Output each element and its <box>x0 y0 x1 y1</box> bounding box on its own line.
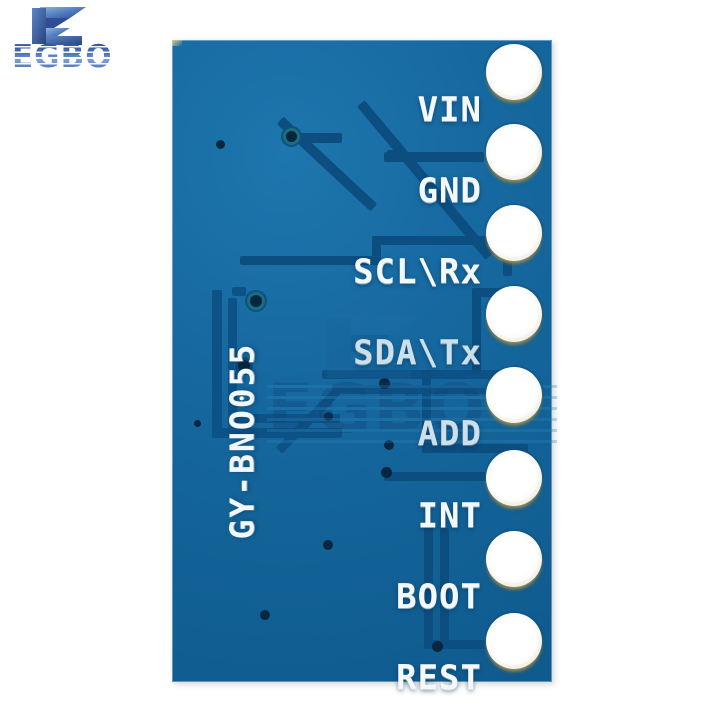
trace-boot-v2 <box>440 528 449 648</box>
trace-ring-bottom <box>212 428 342 438</box>
board-edge-highlight <box>172 40 182 46</box>
trace-ring-bottom2 <box>228 414 340 423</box>
trace-ring-left2 <box>228 298 237 428</box>
pcb-board: EGBO GY-BNO055 VIN GND SCL\Rx SDA\Tx ADD… <box>172 40 557 698</box>
via-boot <box>432 641 443 652</box>
pad-vin <box>486 44 542 100</box>
watermark-chevron-logo-icon <box>327 317 417 379</box>
pin-label-boot: BOOT <box>396 577 482 617</box>
trace-int-h <box>384 472 522 481</box>
pad-add <box>486 367 542 423</box>
pad-gnd <box>486 124 542 180</box>
trace-scl-h1 <box>240 256 380 265</box>
via-int <box>381 467 392 478</box>
egbo-chevron-logo-icon <box>32 7 86 45</box>
brand-wordmark: EGBO <box>12 42 132 73</box>
trace-gnd-h <box>284 133 342 143</box>
via-add <box>384 440 394 450</box>
pad-scl <box>486 205 542 261</box>
via-sda-pad <box>379 378 390 389</box>
pad-int <box>486 450 542 506</box>
pin-label-gnd: GND <box>417 171 482 211</box>
pad-boot <box>486 531 542 587</box>
trace-ring-left <box>212 290 222 438</box>
trace-gnd-to-pad <box>384 152 484 162</box>
via-gnd <box>286 131 297 142</box>
trace-ring-top-run2 <box>332 385 507 394</box>
trace-rest-h <box>424 640 529 649</box>
via-center <box>324 412 333 421</box>
pin-label-scl: SCL\Rx <box>353 252 482 292</box>
board-watermark: EGBO <box>267 315 567 455</box>
via-scl <box>250 295 262 307</box>
trace-ring-top-run <box>322 370 512 379</box>
pin-label-add: ADD <box>417 414 482 454</box>
brand-logo: EGBO <box>12 6 142 76</box>
trace-add-v <box>422 370 431 448</box>
pin-label-rest: REST <box>396 658 482 698</box>
pad-rest <box>486 613 542 669</box>
pin-label-sda: SDA\Tx <box>353 333 482 373</box>
trace-sda-v <box>472 288 481 374</box>
trace-scl-v1 <box>372 236 381 264</box>
pad-sda <box>486 286 542 342</box>
trace-pour-top <box>232 287 246 296</box>
pin-label-int: INT <box>417 496 482 536</box>
trace-add-h <box>422 444 528 453</box>
trace-boot-v <box>424 528 433 648</box>
via-lower-left <box>260 610 270 620</box>
via-top-left <box>216 140 225 149</box>
pin-label-vin: VIN <box>417 90 482 130</box>
trace-scl-h2 <box>372 236 512 245</box>
via-lower-mid <box>323 540 333 550</box>
via-mid-left <box>238 360 250 372</box>
via-board-left-edge <box>194 420 201 427</box>
